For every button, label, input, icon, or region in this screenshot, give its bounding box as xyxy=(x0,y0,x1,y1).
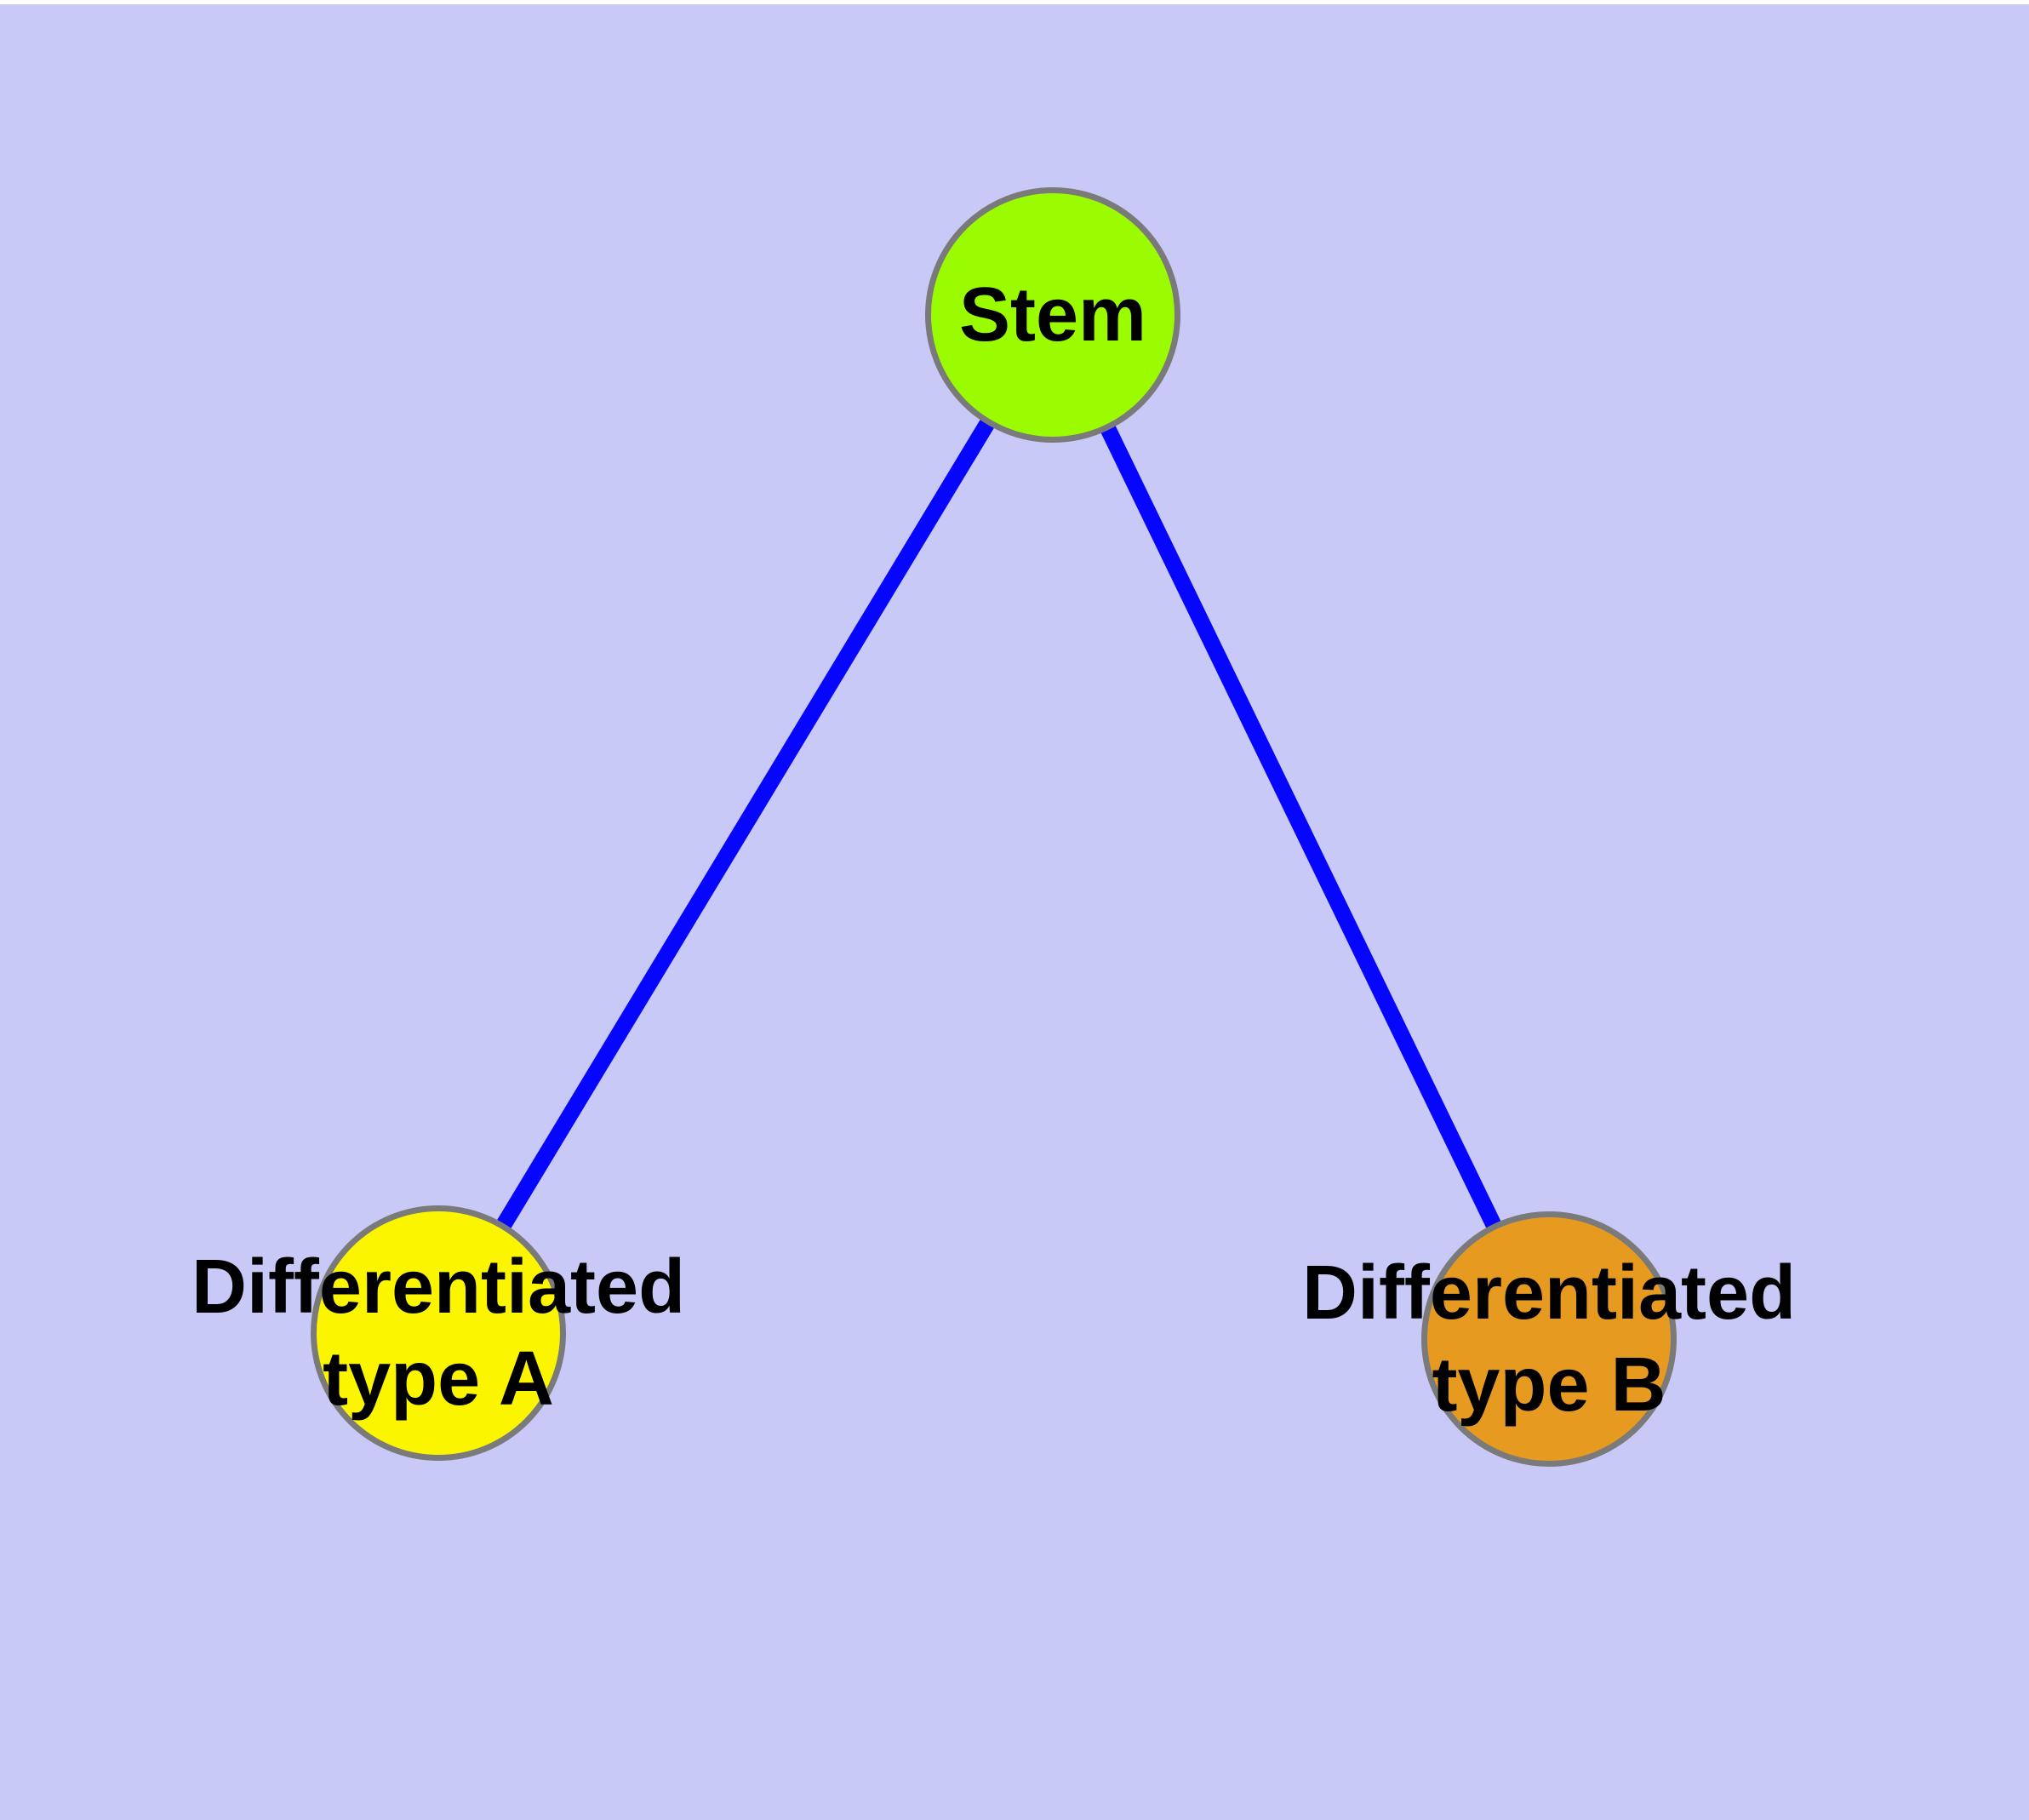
node-stem-label: Stem xyxy=(959,269,1146,361)
node-stem-label-line: Stem xyxy=(958,272,1147,358)
edge-stem-to-type-a[interactable] xyxy=(431,311,1060,1337)
node-differentiated-type-b-label-line-1: Differentiated xyxy=(1301,1251,1797,1336)
node-differentiated-type-a-label-line-2: type A xyxy=(323,1336,554,1422)
node-differentiated-type-b-label-line-2: type B xyxy=(1432,1342,1666,1428)
node-differentiated-type-a-label: Differentiated type A xyxy=(191,1241,685,1425)
node-differentiated-type-b[interactable]: Differentiated type B xyxy=(1302,1211,1796,1467)
node-differentiated-type-b-label: Differentiated type B xyxy=(1302,1247,1796,1431)
node-differentiated-type-a-label-line-1: Differentiated xyxy=(191,1245,686,1330)
node-differentiated-type-a[interactable]: Differentiated type A xyxy=(191,1205,685,1461)
node-stem[interactable]: Stem xyxy=(925,187,1180,443)
window-top-strip xyxy=(0,0,2029,4)
edge-stem-to-type-b[interactable] xyxy=(1045,311,1557,1343)
